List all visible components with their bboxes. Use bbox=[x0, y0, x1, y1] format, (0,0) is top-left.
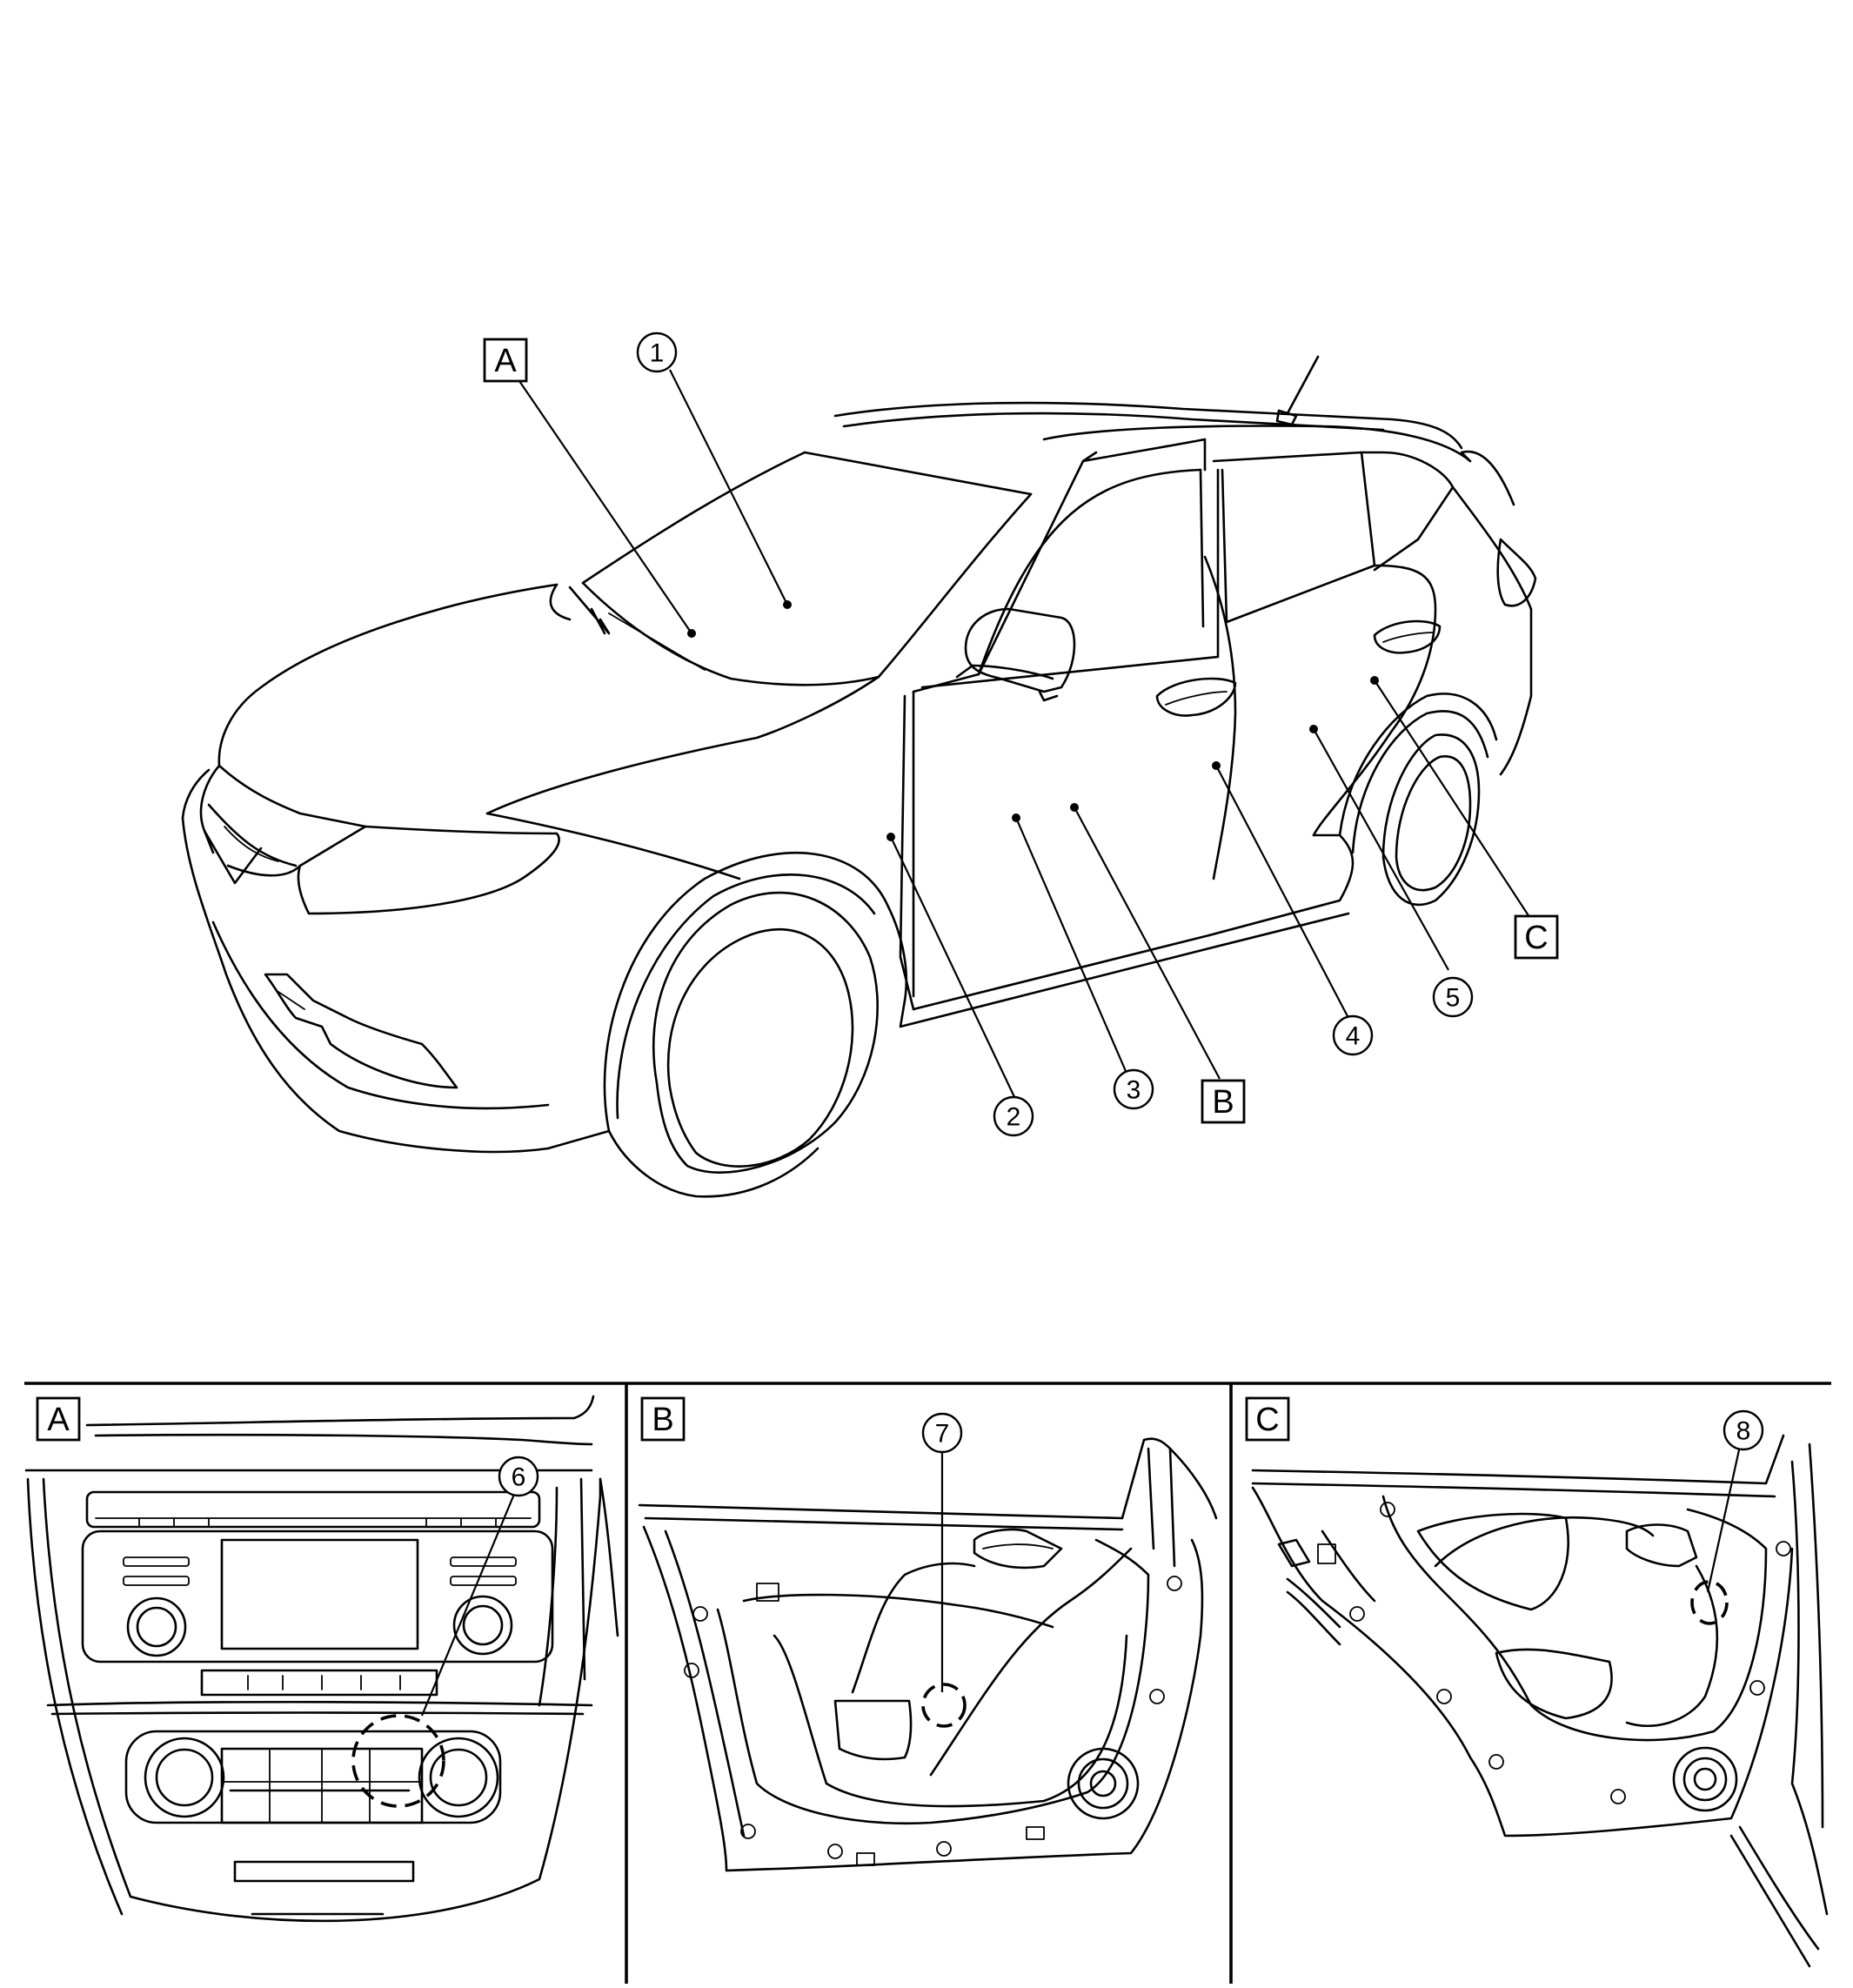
callout-4-label: 4 bbox=[1346, 1022, 1361, 1051]
callout-7-highlight bbox=[921, 1683, 967, 1728]
panel-b-label: B bbox=[640, 1396, 686, 1442]
view-label-b: B bbox=[1201, 1079, 1246, 1124]
callout-2: 2 bbox=[993, 1095, 1034, 1137]
callout-1-label: 1 bbox=[650, 339, 665, 368]
callout-4: 4 bbox=[1332, 1014, 1374, 1056]
callout-6-label: 6 bbox=[512, 1463, 526, 1492]
panel-b: B bbox=[638, 1396, 1218, 1872]
view-label-a-text: A bbox=[494, 343, 517, 379]
detail-panel-frame bbox=[24, 1382, 1831, 1984]
callout-1: 1 bbox=[636, 331, 678, 373]
panel-c: C bbox=[1245, 1396, 1829, 1968]
main-leader-lines bbox=[517, 369, 1534, 1101]
panel-a: A bbox=[24, 1395, 619, 1923]
callout-8-label: 8 bbox=[1736, 1417, 1751, 1446]
rear-door-illustration bbox=[1251, 1434, 1829, 1968]
callout-8: 8 bbox=[1723, 1409, 1764, 1451]
callout-7: 7 bbox=[921, 1412, 963, 1454]
callout-3-label: 3 bbox=[1127, 1076, 1141, 1105]
callout-5-label: 5 bbox=[1446, 984, 1461, 1013]
front-door-illustration bbox=[638, 1437, 1218, 1872]
callout-5: 5 bbox=[1432, 976, 1474, 1018]
console-illustration bbox=[24, 1395, 619, 1923]
panel-a-label: A bbox=[36, 1396, 81, 1442]
panel-c-label: C bbox=[1245, 1396, 1290, 1442]
callout-3: 3 bbox=[1113, 1068, 1154, 1110]
view-label-c: C bbox=[1514, 914, 1559, 960]
callout-8-highlight bbox=[1690, 1580, 1729, 1625]
view-label-b-text: B bbox=[1212, 1084, 1234, 1121]
view-label-a: A bbox=[483, 338, 528, 383]
callout-7-label: 7 bbox=[935, 1420, 950, 1449]
callout-2-label: 2 bbox=[1007, 1103, 1021, 1132]
callout-6: 6 bbox=[498, 1456, 539, 1497]
panel-c-label-text: C bbox=[1255, 1402, 1279, 1438]
vehicle-illustration bbox=[181, 355, 1537, 1198]
panel-b-label-text: B bbox=[652, 1402, 673, 1438]
callout-6-highlight bbox=[351, 1714, 445, 1808]
view-label-c-text: C bbox=[1524, 920, 1548, 956]
panel-a-label-text: A bbox=[47, 1402, 70, 1438]
